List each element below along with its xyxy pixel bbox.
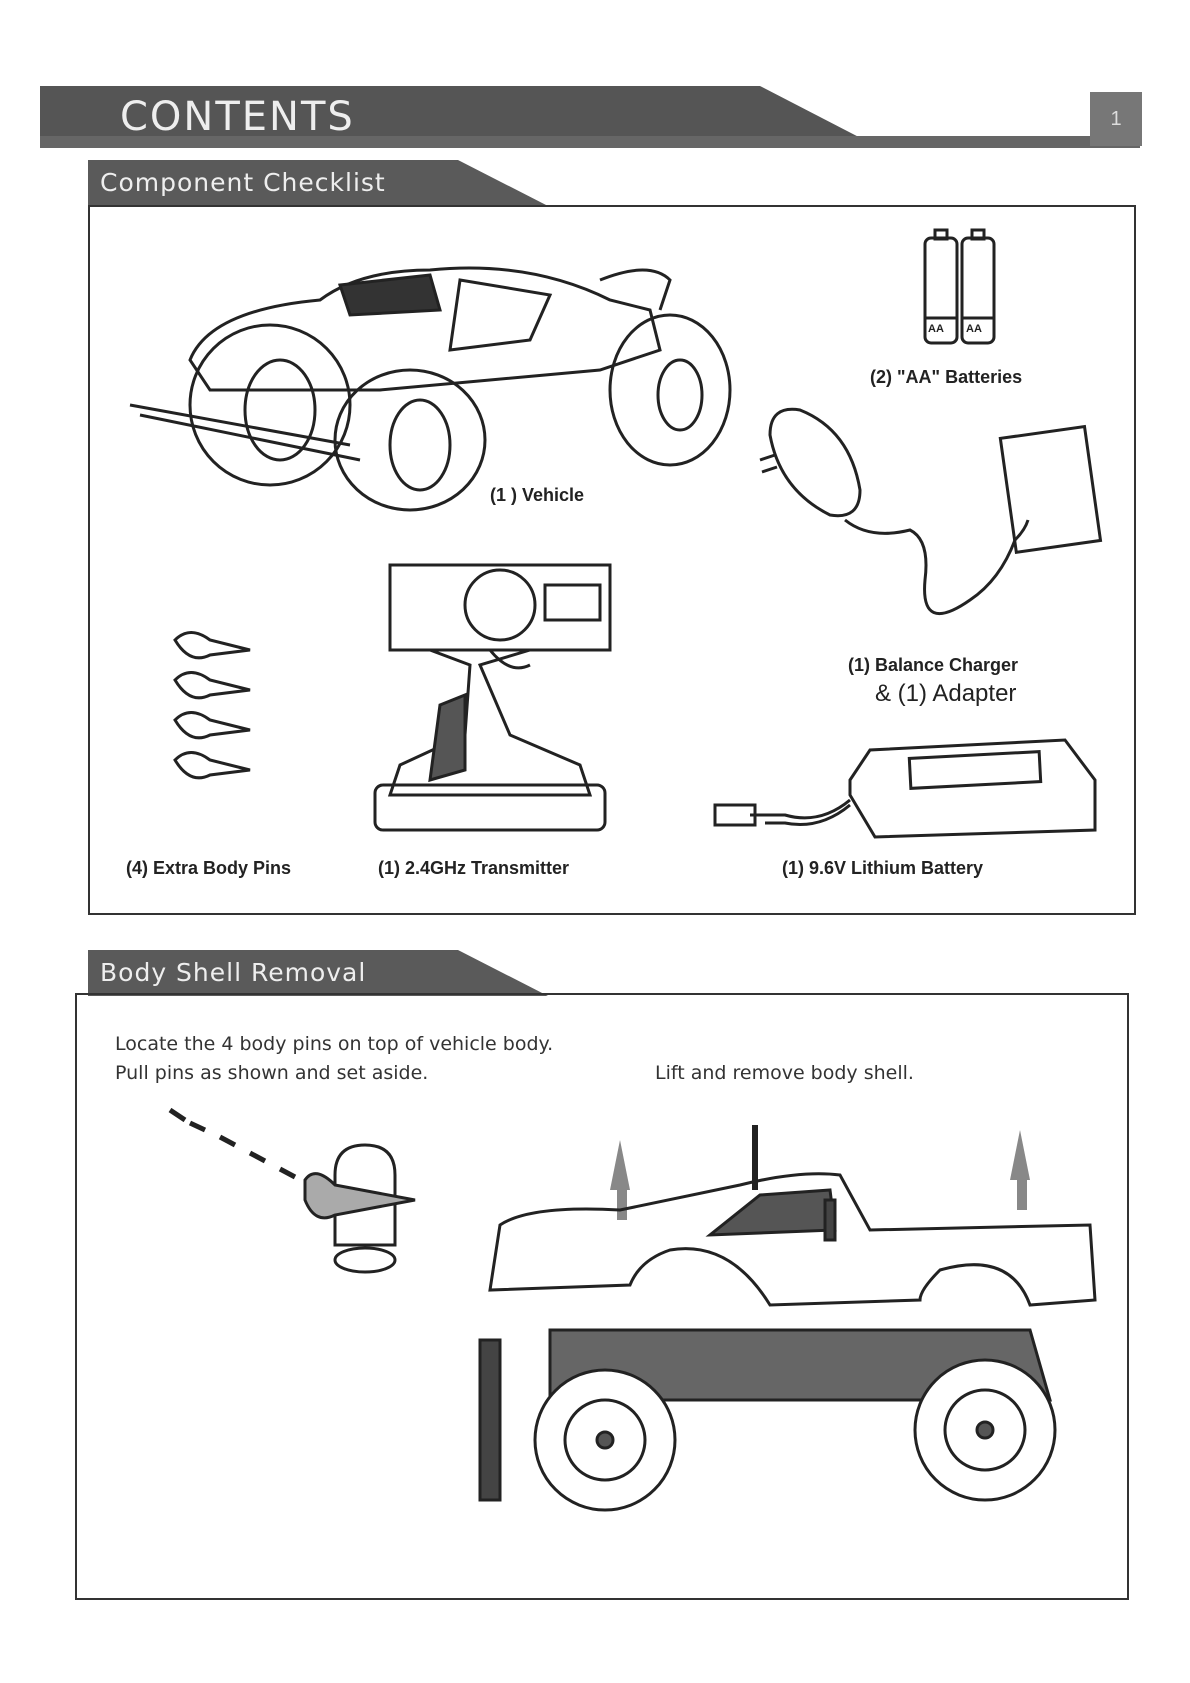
vehicle-label: (1 ) Vehicle [490, 485, 584, 506]
lipo-label: (1) 9.6V Lithium Battery [782, 858, 983, 879]
body-shell-lift-illustration [470, 1120, 1100, 1520]
transmitter-illustration [370, 555, 620, 835]
removal-section-title: Body Shell Removal [100, 958, 366, 987]
charger-adapter-illustration [760, 400, 1100, 640]
checklist-section-title: Component Checklist [100, 168, 386, 197]
page-number: 1 [1090, 92, 1142, 146]
body-pins-illustration [170, 625, 260, 795]
charger-label-line2: & (1) Adapter [875, 680, 1016, 708]
charger-label-line1: (1) Balance Charger [848, 655, 1018, 676]
page-title: CONTENTS [120, 86, 355, 148]
pin-removal-illustration [165, 1105, 465, 1305]
lipo-battery-illustration [710, 735, 1100, 845]
battery-marking-left: AA [928, 323, 944, 335]
pins-label: (4) Extra Body Pins [126, 858, 291, 879]
battery-marking-right: AA [966, 323, 982, 335]
vehicle-illustration [130, 240, 730, 510]
removal-step1-line1: Locate the 4 body pins on top of vehicle… [115, 1030, 553, 1059]
transmitter-label: (1) 2.4GHz Transmitter [378, 858, 569, 879]
batteries-label: (2) "AA" Batteries [870, 367, 1022, 388]
removal-step2: Lift and remove body shell. [655, 1059, 914, 1088]
removal-step1-line2: Pull pins as shown and set aside. [115, 1059, 428, 1088]
